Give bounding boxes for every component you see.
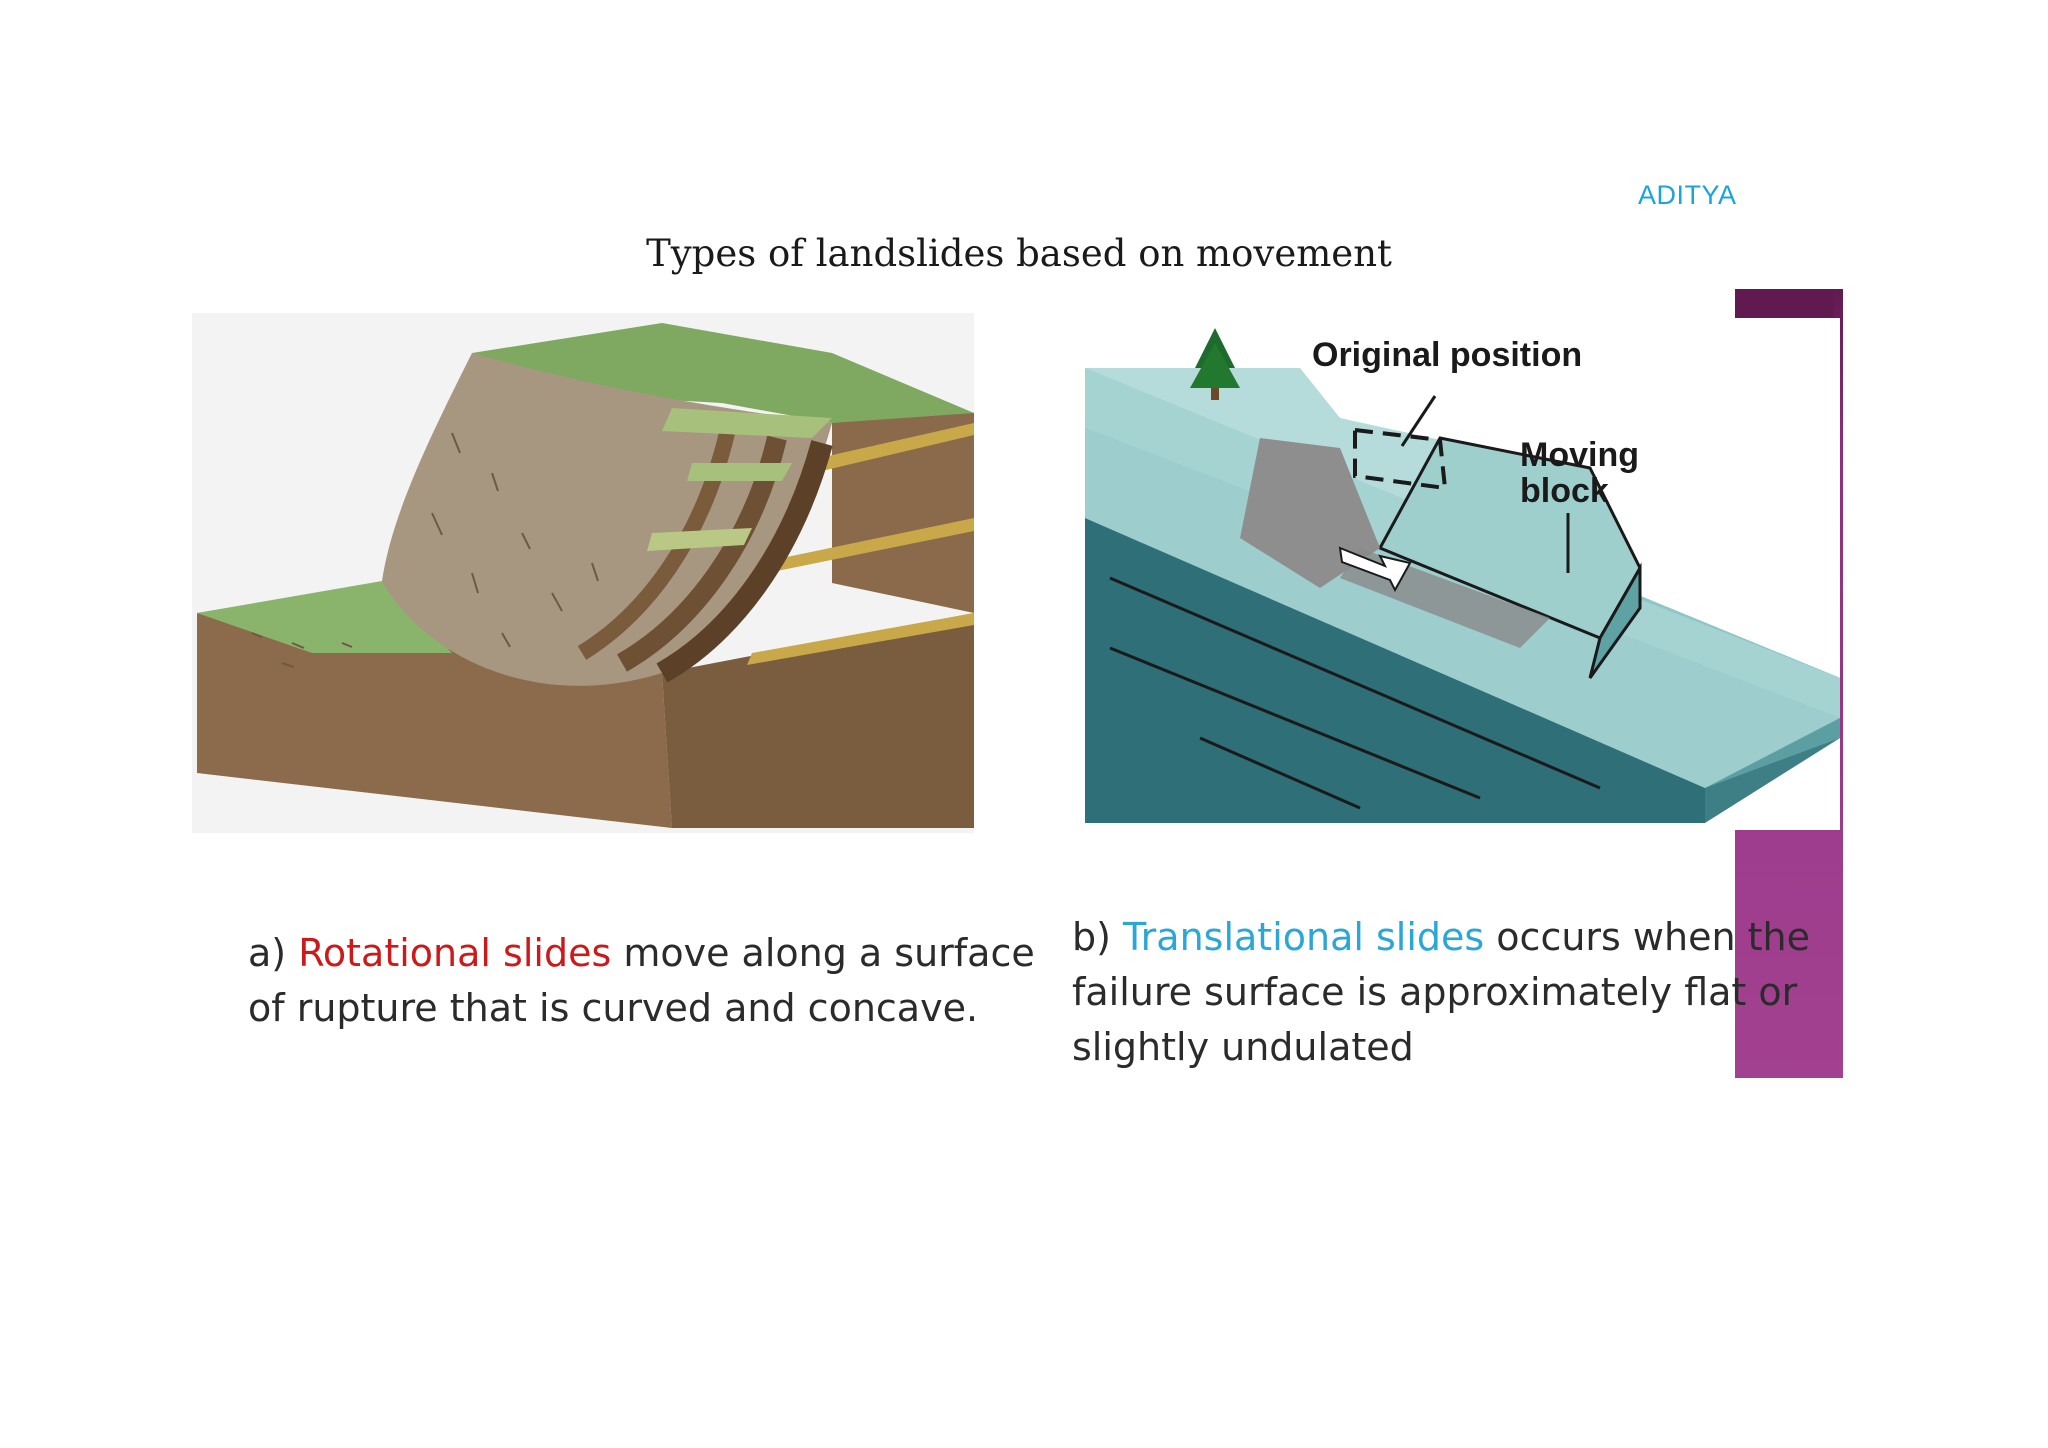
- label-original-position: Original position: [1312, 336, 1582, 374]
- caption-rotational: a) Rotational slides move along a surfac…: [248, 926, 1068, 1036]
- accent-bar-lower: [1735, 824, 1843, 1078]
- term-rotational-slides: Rotational slides: [298, 931, 612, 975]
- caption-translational: b) Translational slides occurs when the …: [1072, 910, 1852, 1075]
- label-block: block: [1520, 472, 1609, 510]
- slide-title-text: Types of landslides based on movement: [646, 232, 1392, 275]
- rotational-slide-illustration: [192, 313, 974, 833]
- caption-rotational-line1: a) Rotational slides move along a surfac…: [248, 926, 1068, 981]
- caption-translational-rest: occurs when the: [1484, 915, 1810, 959]
- caption-rotational-line2: of rupture that is curved and concave.: [248, 986, 979, 1030]
- caption-translational-prefix: b): [1072, 915, 1124, 959]
- caption-translational-line2: failure surface is approximately flat or: [1072, 970, 1798, 1014]
- brand-name: ADITYA: [1638, 180, 1737, 210]
- translational-slide-illustration: Original position Moving block: [1080, 318, 1840, 830]
- caption-rotational-prefix: a): [248, 931, 299, 975]
- slide-title: Types of landslides based on movement: [0, 232, 2048, 275]
- term-translational-slides: Translational slides: [1123, 915, 1485, 959]
- caption-translational-line1: b) Translational slides occurs when the: [1072, 910, 1852, 965]
- caption-rotational-rest: move along a surface: [611, 931, 1035, 975]
- label-moving: Moving: [1520, 436, 1639, 474]
- caption-translational-line3: slightly undulated: [1072, 1025, 1414, 1069]
